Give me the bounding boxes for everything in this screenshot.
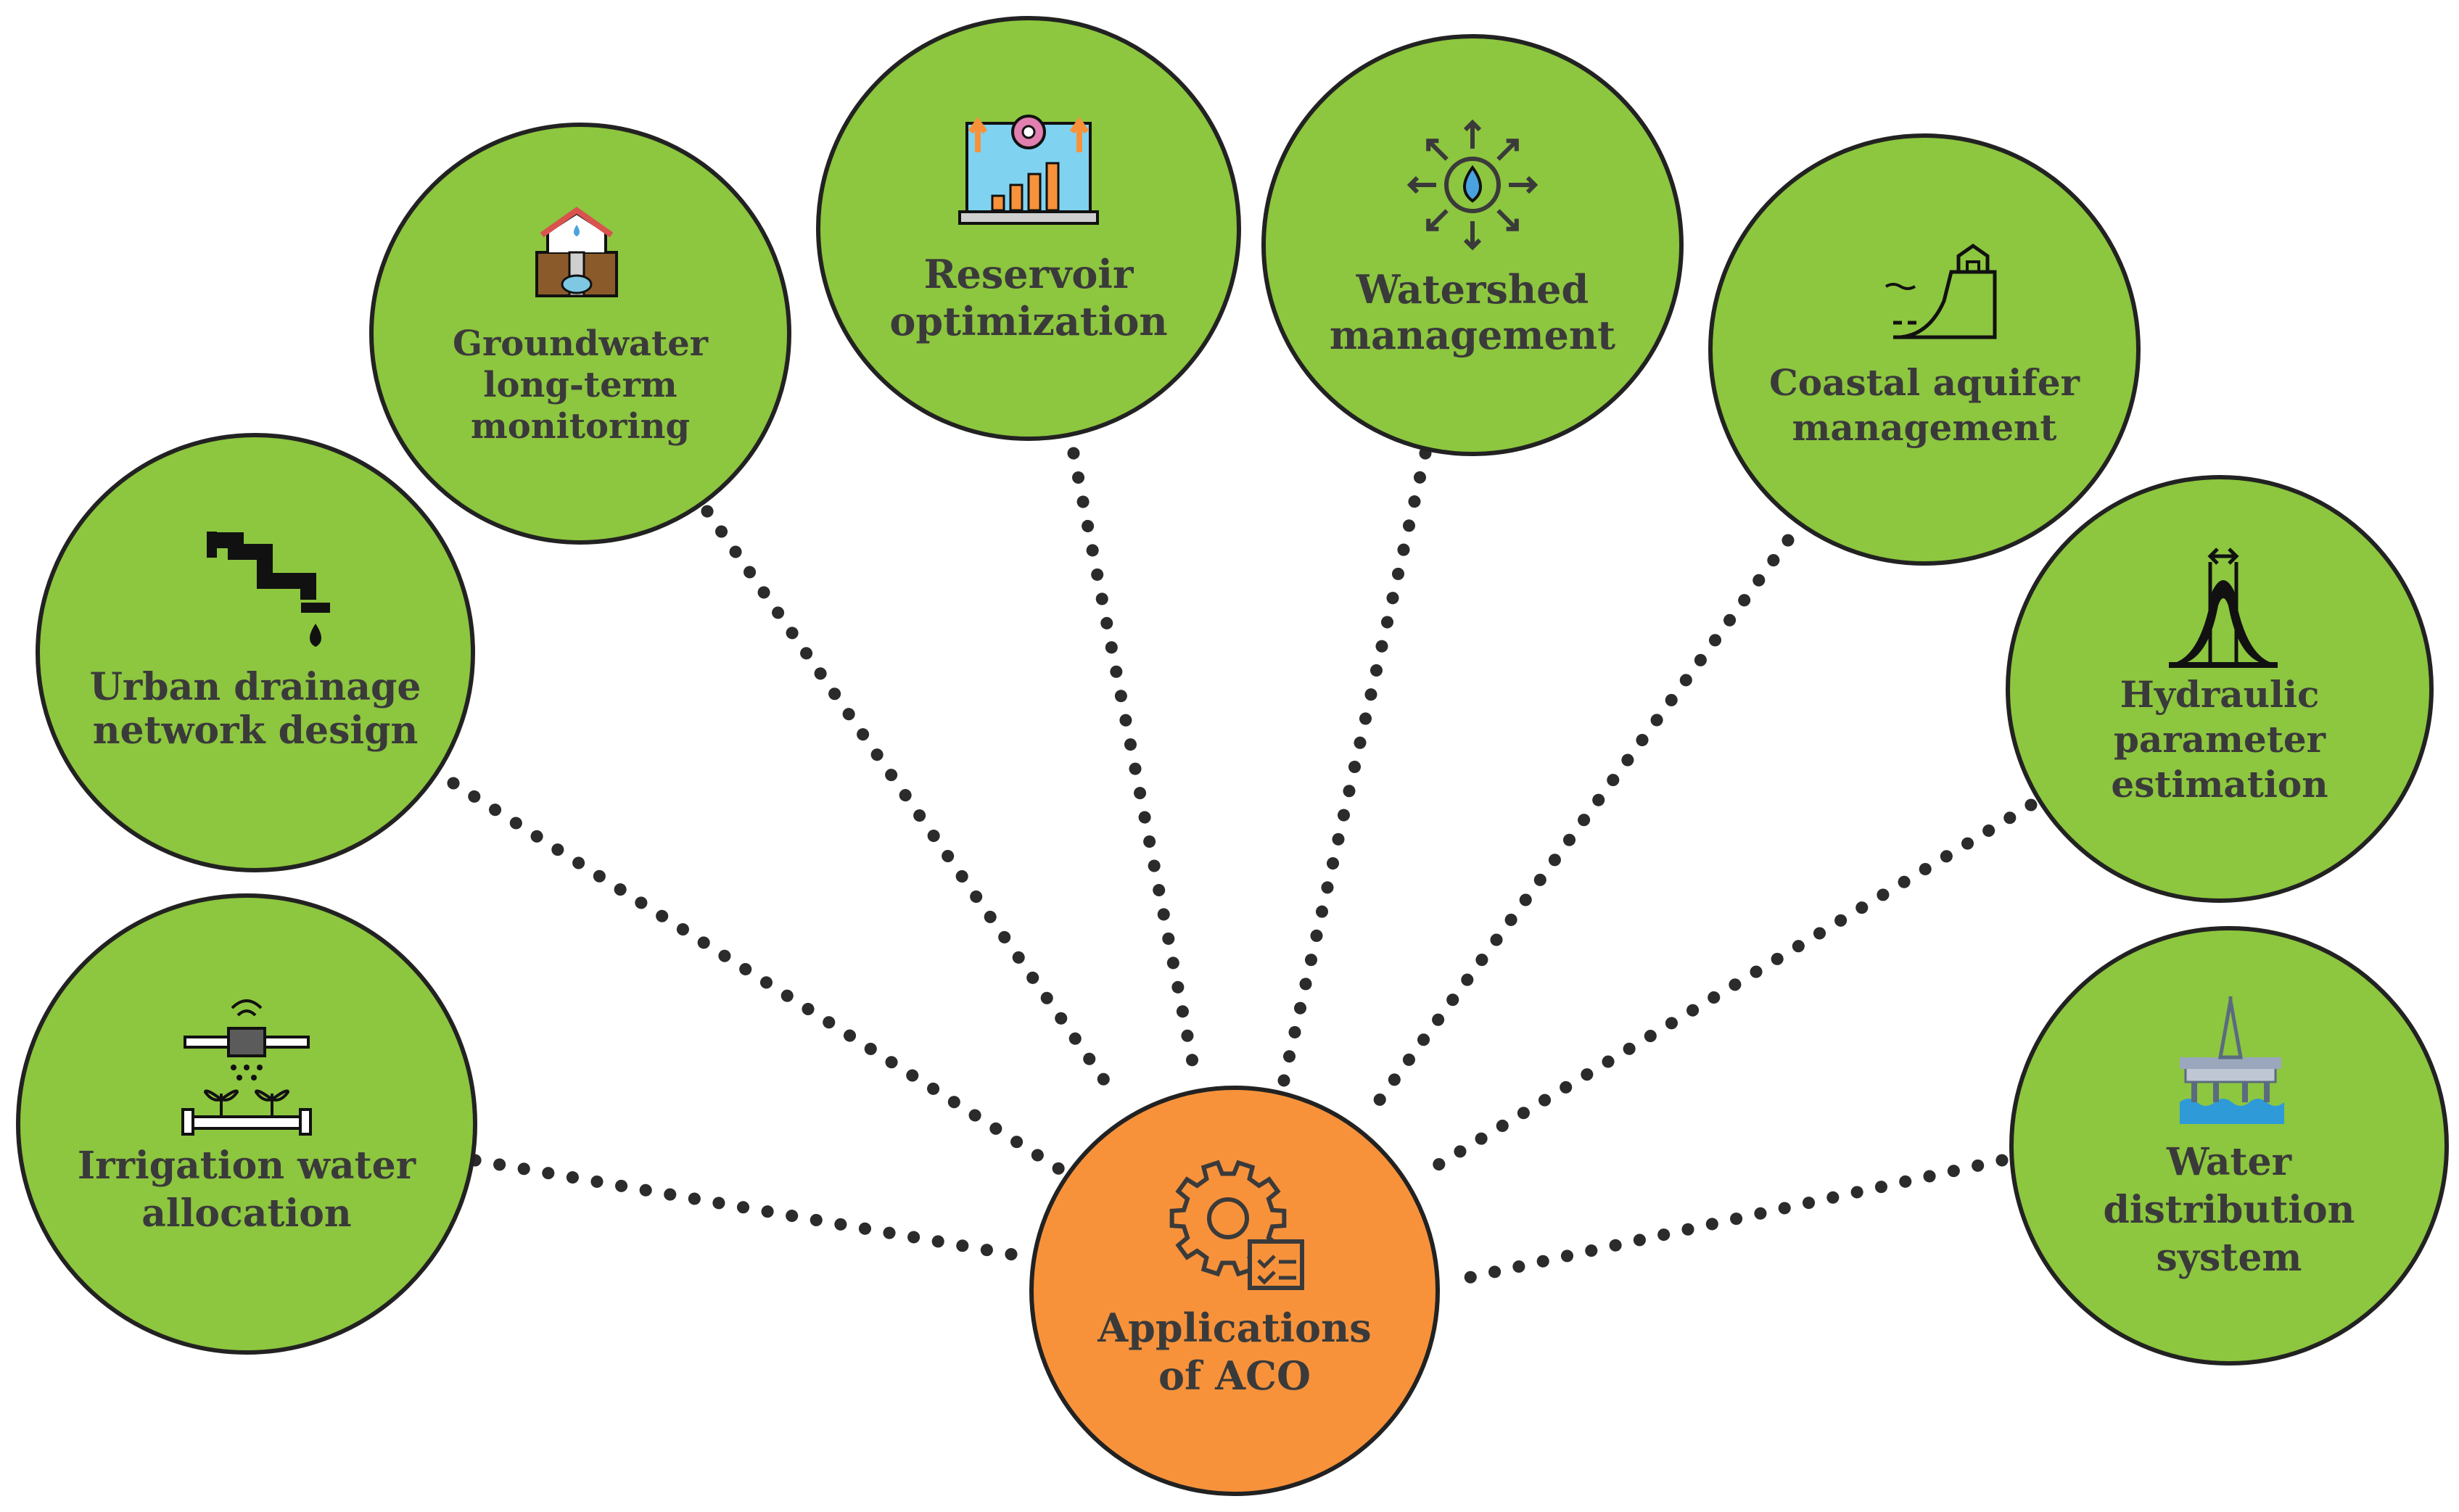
node-coastal-label-line: management — [1792, 406, 2057, 449]
node-circle — [369, 123, 791, 545]
connector-lines — [447, 447, 2038, 1286]
node-hydraulic-label-line: parameter — [2114, 718, 2326, 761]
connector-urban-drainage — [447, 777, 1069, 1178]
node-circle — [2009, 926, 2449, 1366]
node-watershed-label-line: management — [1330, 312, 1615, 358]
node-groundwater-label-line: monitoring — [471, 406, 690, 447]
node-irrigation-label-line: Irrigation water — [78, 1144, 416, 1188]
node-circle — [1708, 133, 2141, 566]
node-circle — [36, 433, 475, 872]
node-hydraulic-label-line: estimation — [2111, 763, 2328, 806]
hub-circle — [1029, 1086, 1440, 1496]
connector-reservoir — [1067, 447, 1203, 1091]
node-urban-drainage-label-line: network design — [93, 709, 419, 753]
sprinkler-icon — [181, 999, 312, 1136]
connector-hydraulic — [1415, 798, 2038, 1181]
connector-groundwater — [701, 505, 1124, 1105]
hub-label-line: Applications — [1097, 1305, 1371, 1351]
water-drop-arrows-icon — [1406, 119, 1539, 251]
gear-with-checklist-icon — [1169, 1160, 1304, 1290]
node-groundwater-label-line: long-term — [483, 365, 677, 405]
pipe-drip-icon — [207, 532, 330, 647]
node-water-distribution-label-line: Water — [2166, 1140, 2292, 1184]
node-water-distribution-label-line: distribution — [2104, 1188, 2355, 1232]
offshore-platform-icon — [2180, 996, 2284, 1124]
node-coastal-label-line: Coastal aquifer — [1769, 361, 2080, 404]
connector-irrigation — [469, 1154, 1040, 1265]
groundwater-well-icon — [535, 207, 618, 297]
reservoir-chart-icon — [958, 115, 1099, 225]
coastal-cliff-icon — [1885, 243, 1997, 339]
node-watershed-label-line: Watershed — [1356, 266, 1589, 313]
node-reservoir-label-line: optimization — [889, 298, 1167, 344]
node-irrigation-label-line: allocation — [141, 1191, 352, 1236]
connector-water-distribution — [1451, 1154, 2009, 1286]
bell-curve-icon — [2169, 548, 2278, 668]
node-circle — [816, 16, 1241, 441]
node-reservoir-label-line: Reservoir — [924, 251, 1134, 297]
node-hydraulic-label-line: Hydraulic — [2120, 673, 2320, 716]
hub-label-line: of ACO — [1158, 1352, 1311, 1399]
node-water-distribution-label-line: system — [2157, 1236, 2302, 1280]
node-groundwater-label-line: Groundwater — [453, 323, 709, 364]
connector-coastal — [1361, 534, 1795, 1123]
node-circle — [2006, 475, 2434, 903]
node-urban-drainage-label-line: Urban drainage — [90, 665, 421, 709]
connector-watershed — [1277, 447, 1432, 1087]
